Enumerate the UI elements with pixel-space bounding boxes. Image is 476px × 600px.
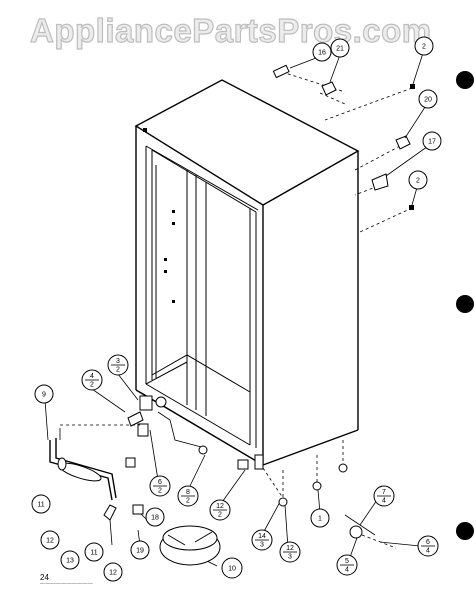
svg-text:4: 4 bbox=[90, 373, 94, 380]
svg-text:12: 12 bbox=[109, 570, 117, 577]
callout-1: 1 bbox=[310, 508, 330, 528]
callout-5-4: 5 4 bbox=[336, 554, 358, 576]
callout-12-left: 12 bbox=[40, 530, 60, 550]
svg-text:21: 21 bbox=[336, 46, 344, 53]
svg-text:5: 5 bbox=[345, 558, 349, 565]
svg-text:20: 20 bbox=[424, 97, 432, 104]
svg-text:11: 11 bbox=[37, 502, 44, 509]
callout-16: 16 bbox=[312, 42, 332, 62]
svg-text:16: 16 bbox=[318, 50, 326, 57]
callout-12-3: 12 3 bbox=[279, 541, 301, 563]
svg-text:4: 4 bbox=[345, 567, 349, 574]
callout-7-4: 7 4 bbox=[373, 485, 395, 507]
callout-6-2: 6 2 bbox=[149, 475, 171, 497]
page-number: 24 bbox=[40, 573, 49, 582]
binder-hole-top bbox=[456, 71, 474, 89]
svg-text:2: 2 bbox=[218, 512, 222, 519]
svg-text:3: 3 bbox=[116, 358, 120, 365]
leader-lines bbox=[44, 49, 432, 567]
callout-11-left: 11 bbox=[31, 494, 51, 514]
callout-6-4: 6 4 bbox=[417, 535, 439, 557]
svg-text:2: 2 bbox=[186, 498, 190, 505]
svg-text:2: 2 bbox=[158, 488, 162, 495]
callout-3-2: 3 2 bbox=[107, 354, 129, 376]
binder-hole-middle bbox=[456, 295, 474, 313]
callout-19: 19 bbox=[130, 540, 150, 560]
callout-11-right: 11 bbox=[84, 542, 104, 562]
callout-20: 20 bbox=[418, 89, 438, 109]
svg-text:18: 18 bbox=[151, 515, 159, 522]
callout-9: 9 bbox=[34, 384, 54, 404]
callout-21: 21 bbox=[330, 38, 350, 58]
svg-text:2: 2 bbox=[422, 44, 426, 51]
svg-text:1: 1 bbox=[318, 516, 322, 523]
svg-text:6: 6 bbox=[426, 539, 430, 546]
svg-text:12: 12 bbox=[46, 538, 54, 545]
svg-text:19: 19 bbox=[136, 548, 144, 555]
svg-text:8: 8 bbox=[186, 489, 190, 496]
bottom-hardware bbox=[125, 395, 397, 549]
svg-text:2: 2 bbox=[116, 367, 120, 374]
svg-text:4: 4 bbox=[426, 548, 430, 555]
footer-note: —————————— bbox=[40, 581, 93, 587]
callout-12-2: 12 2 bbox=[209, 499, 231, 521]
svg-text:3: 3 bbox=[288, 554, 292, 561]
drain-pan bbox=[159, 525, 221, 566]
svg-text:11: 11 bbox=[90, 550, 97, 557]
binder-hole-bottom bbox=[456, 522, 474, 540]
svg-text:9: 9 bbox=[42, 392, 46, 399]
callout-13: 13 bbox=[60, 550, 80, 570]
svg-text:12: 12 bbox=[286, 545, 294, 552]
top-hardware bbox=[272, 64, 415, 233]
svg-text:17: 17 bbox=[428, 139, 436, 146]
svg-text:12: 12 bbox=[216, 503, 224, 510]
callout-17: 17 bbox=[422, 131, 442, 151]
svg-text:4: 4 bbox=[382, 498, 386, 505]
svg-text:13: 13 bbox=[66, 558, 74, 565]
svg-text:14: 14 bbox=[258, 533, 266, 540]
callout-8-2: 8 2 bbox=[177, 485, 199, 507]
svg-text:2: 2 bbox=[416, 178, 420, 185]
callout-18: 18 bbox=[145, 507, 165, 527]
svg-text:2: 2 bbox=[90, 382, 94, 389]
svg-text:10: 10 bbox=[228, 566, 236, 573]
callout-14-3: 14 3 bbox=[251, 529, 273, 551]
svg-text:6: 6 bbox=[158, 479, 162, 486]
cabinet bbox=[134, 79, 360, 466]
callout-4-2: 4 2 bbox=[81, 369, 103, 391]
callout-12-right: 12 bbox=[103, 562, 123, 582]
tube-assembly bbox=[49, 424, 140, 546]
callout-2-top: 2 bbox=[414, 36, 434, 56]
svg-text:7: 7 bbox=[382, 489, 386, 496]
svg-text:3: 3 bbox=[260, 542, 264, 549]
callout-2-right: 2 bbox=[408, 170, 428, 190]
watermark: AppliancePartsPros.com bbox=[29, 11, 432, 49]
callout-10: 10 bbox=[221, 557, 243, 579]
